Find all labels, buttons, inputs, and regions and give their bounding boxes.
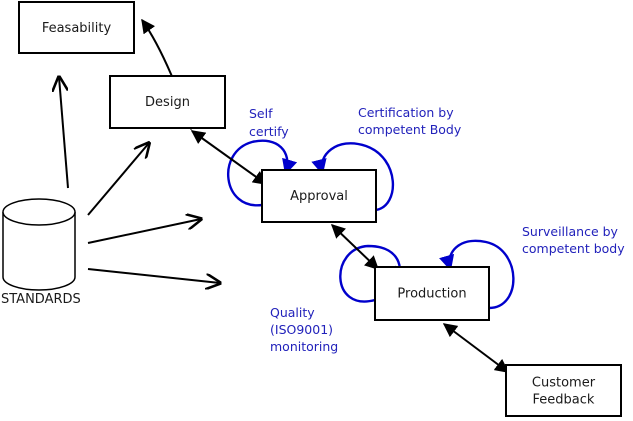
connector-production-customer-feedback	[442, 323, 510, 373]
surveillance-loop-path	[439, 239, 515, 310]
feasability-label: Feasability	[42, 21, 112, 36]
connector-standards-design	[87, 143, 149, 216]
node-feasability[interactable]: Feasability	[18, 1, 135, 54]
quality-line1: Quality	[270, 305, 315, 320]
self-certify-line1: Self	[249, 106, 273, 121]
loop-certification	[311, 142, 395, 212]
connector-design-approval	[190, 130, 268, 185]
certification-line2: competent Body	[358, 122, 462, 137]
node-design[interactable]: Design	[109, 75, 226, 129]
certification-loop-path	[311, 142, 395, 212]
feasability-box[interactable]	[18, 1, 135, 54]
standards-cylinder-top[interactable]	[2, 198, 76, 226]
node-approval[interactable]: Approval	[261, 169, 377, 223]
certification-line1: Certification by	[358, 105, 454, 120]
surveillance-line2: competent body	[522, 241, 625, 256]
connector-standards-feasability	[59, 77, 69, 189]
annotation-self-certify: Self certify	[249, 106, 289, 139]
annotation-certification-by-competent-body: Certification by competent Body	[358, 105, 462, 137]
design-box[interactable]	[109, 75, 226, 129]
node-customer-feedback[interactable]: Customer Feedback	[505, 364, 622, 417]
customer-feedback-label-line1: Customer	[532, 376, 596, 391]
loop-surveillance	[439, 239, 515, 310]
production-box[interactable]	[374, 266, 490, 321]
approval-label: Approval	[290, 189, 348, 204]
customer-feedback-box[interactable]	[505, 364, 622, 417]
quality-line2: (ISO9001)	[270, 322, 333, 337]
annotation-surveillance-by-competent-body: Surveillance by competent body	[522, 224, 625, 256]
node-production[interactable]: Production	[374, 266, 490, 321]
self-certify-line2: certify	[249, 124, 289, 139]
node-standards-datastore[interactable]: STANDARDS	[1, 198, 81, 307]
approval-box[interactable]	[261, 169, 377, 223]
connector-standards-approval	[87, 219, 201, 244]
surveillance-line1: Surveillance by	[522, 224, 619, 239]
customer-feedback-label-line2: Feedback	[533, 393, 595, 408]
connector-approval-production	[330, 224, 380, 270]
design-label: Design	[145, 95, 190, 110]
standards-cylinder-body[interactable]	[2, 212, 76, 291]
connector-standards-production	[87, 268, 220, 283]
quality-line3: monitoring	[270, 339, 338, 354]
standards-label: STANDARDS	[1, 292, 81, 307]
annotation-quality-iso9001-monitoring: Quality (ISO9001) monitoring	[270, 305, 338, 354]
production-label: Production	[397, 287, 466, 302]
